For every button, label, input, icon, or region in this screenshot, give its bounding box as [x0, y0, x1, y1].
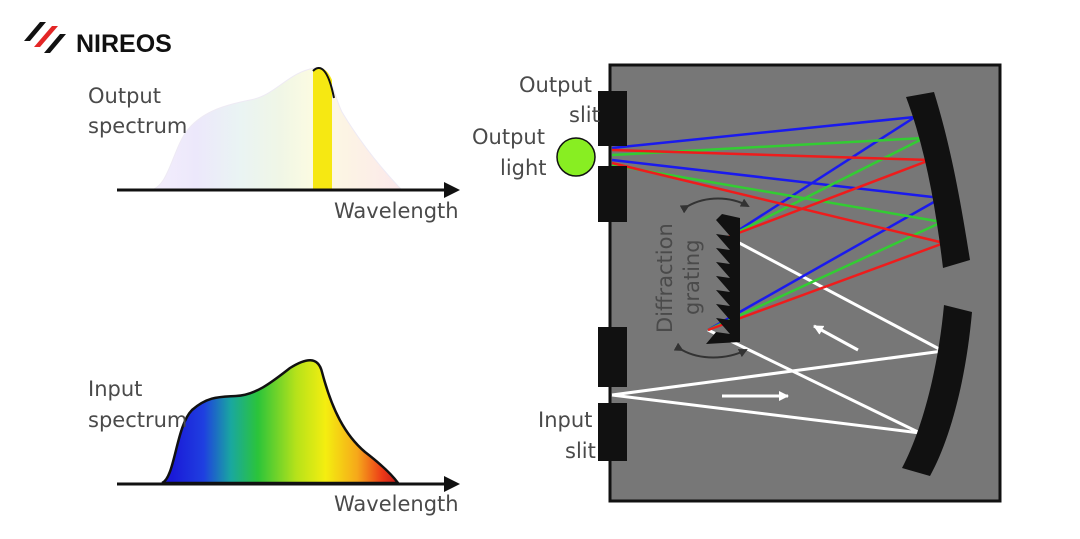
- grating-rotation-arrow-top: [679, 197, 750, 214]
- input-slit-label-line2: slit: [565, 439, 596, 463]
- grating-rotation-arrow-bottom: [673, 342, 748, 359]
- output-axis-label: Wavelength: [334, 199, 459, 223]
- output-light-label-line1: Output: [472, 125, 545, 149]
- output-spectrum-curve: [149, 67, 404, 191]
- output-light-label-line2: light: [500, 156, 547, 180]
- input-spectrum-label-line2: spectrum: [88, 408, 187, 432]
- diffraction-grating: [706, 214, 740, 344]
- output-spectrum-label-line1: Output: [88, 84, 161, 108]
- red-rays: [611, 148, 945, 332]
- output-slit-upper-jaw: [598, 91, 627, 146]
- input-slit-lower-jaw: [598, 403, 627, 461]
- blue-rays: [611, 115, 942, 332]
- grating-label-line1: Diffraction: [653, 223, 677, 333]
- grating-label-line2: grating: [680, 239, 704, 315]
- input-spectrum-label-line1: Input: [88, 377, 142, 401]
- output-axis-arrowhead: [444, 182, 460, 198]
- collimated-direction-arrow: [813, 324, 859, 352]
- input-slit-label-line1: Input: [538, 408, 592, 432]
- output-slit-label-line2: slit: [569, 103, 600, 127]
- brand-logo: NIREOS: [24, 22, 172, 58]
- output-spectrum-plot: Output spectrum Wavelength: [88, 67, 460, 223]
- input-spectrum-plot: Input spectrum Wavelength: [88, 359, 460, 516]
- input-axis-label: Wavelength: [334, 492, 459, 516]
- input-axis-arrowhead: [444, 476, 460, 492]
- collimating-mirror: [902, 305, 972, 476]
- nireos-logo-icon: [24, 22, 66, 53]
- input-slit-upper-jaw: [598, 327, 627, 387]
- selected-band-edge: [312, 67, 335, 99]
- brand-name: NIREOS: [76, 30, 172, 58]
- focusing-mirror: [906, 92, 970, 268]
- output-light-spot: [556, 137, 596, 177]
- output-spectrum-label-line2: spectrum: [88, 114, 187, 138]
- output-slit-lower-jaw: [598, 166, 627, 222]
- selected-band: [313, 67, 332, 190]
- monochromator: Diffraction grating Output slit Output l…: [472, 63, 1002, 503]
- input-spectrum-curve: [161, 359, 401, 485]
- output-slit-label-line1: Output: [519, 73, 592, 97]
